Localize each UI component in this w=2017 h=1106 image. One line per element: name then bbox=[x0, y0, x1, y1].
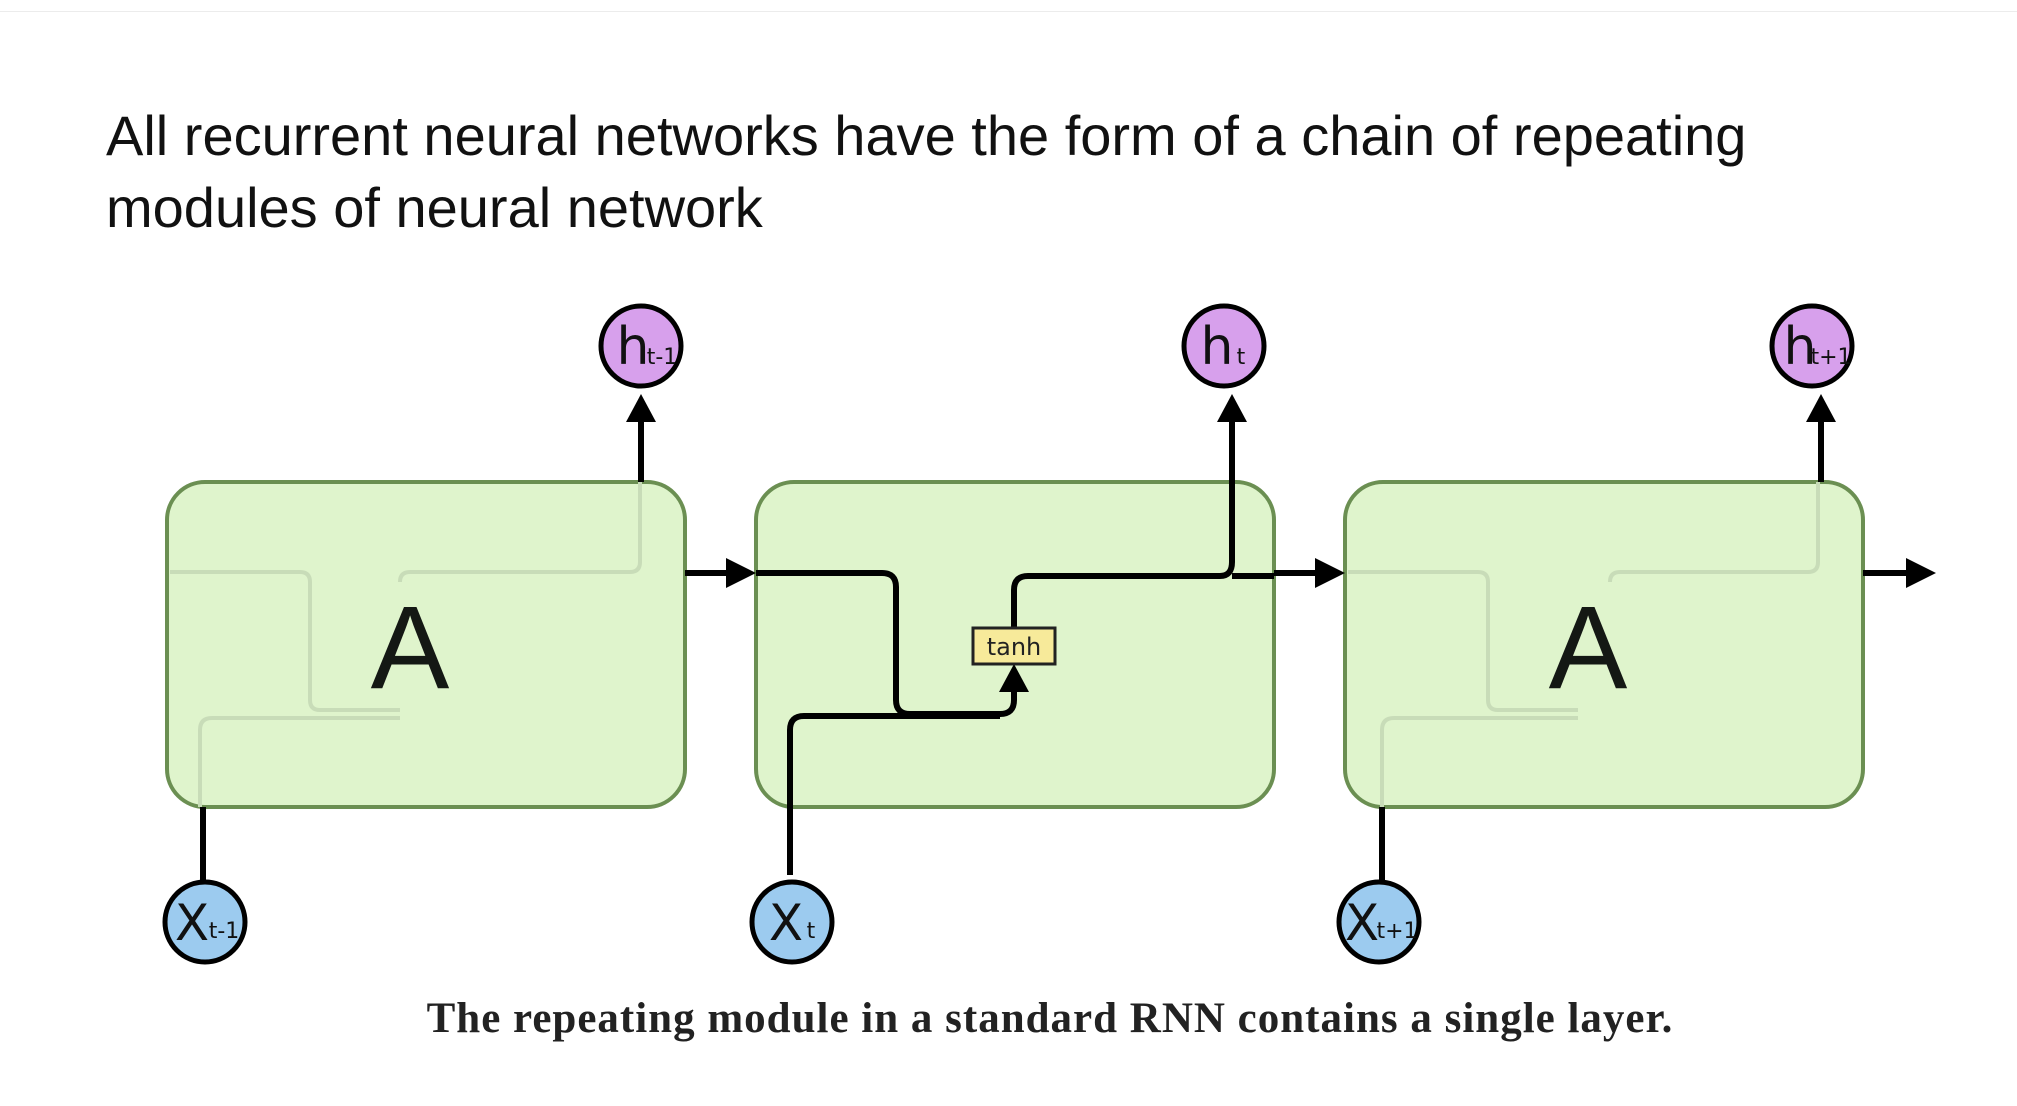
output-node-h-t+1: h t+1 bbox=[1769, 303, 1855, 389]
node-subscript: t+1 bbox=[1810, 345, 1851, 370]
input-node-x-t-1: X t-1 bbox=[162, 879, 248, 965]
input-node bbox=[1336, 879, 1422, 965]
input-node-x-t+1: X t+1 bbox=[1336, 879, 1422, 965]
output-node bbox=[598, 303, 684, 389]
input-path bbox=[787, 713, 1000, 875]
output-node-h-t: h t bbox=[1181, 303, 1267, 389]
node-base: h bbox=[1784, 317, 1817, 377]
module-label: A bbox=[371, 582, 450, 714]
node-subscript: t-1 bbox=[647, 345, 678, 370]
node-subscript: t+1 bbox=[1376, 919, 1417, 944]
node-subscript: t-1 bbox=[209, 919, 240, 944]
node-base: X bbox=[1345, 894, 1379, 952]
arrow-head bbox=[999, 664, 1029, 692]
input-lines bbox=[200, 807, 1385, 880]
node-base: h bbox=[617, 317, 650, 377]
output-node bbox=[1181, 303, 1267, 389]
faded-path bbox=[1348, 570, 1578, 712]
input-node bbox=[749, 879, 835, 965]
middle-internal-paths: tanh bbox=[756, 420, 1274, 875]
faded-path bbox=[1608, 482, 1820, 583]
tanh-layer bbox=[971, 626, 1057, 666]
arrow-head bbox=[1315, 558, 1345, 588]
faded-path bbox=[398, 482, 642, 583]
module-box bbox=[165, 480, 687, 809]
input-node-x-t: X t bbox=[749, 879, 835, 965]
output-path bbox=[1011, 420, 1235, 628]
module-left: A bbox=[165, 480, 687, 809]
faded-path bbox=[170, 570, 400, 712]
output-arrows bbox=[626, 394, 1836, 482]
faded-path bbox=[198, 716, 400, 807]
hidden-state-path bbox=[756, 570, 1017, 717]
arrow-head bbox=[1906, 558, 1936, 588]
diagram-caption: The repeating module in a standard RNN c… bbox=[426, 995, 1674, 1042]
node-subscript: t bbox=[807, 919, 816, 944]
node-base: X bbox=[175, 894, 209, 952]
node-base: X bbox=[769, 894, 803, 952]
output-node bbox=[1769, 303, 1855, 389]
node-subscript: t bbox=[1237, 345, 1246, 370]
top-divider bbox=[0, 11, 2017, 12]
tanh-label: tanh bbox=[987, 633, 1042, 661]
slide-title: All recurrent neural networks have the f… bbox=[106, 104, 1747, 239]
arrow-head bbox=[726, 558, 756, 588]
faded-path bbox=[1380, 716, 1578, 807]
output-node-h-t-1: h t-1 bbox=[598, 303, 684, 389]
module-box bbox=[1343, 480, 1865, 809]
node-base: h bbox=[1201, 317, 1234, 377]
recurrent-connections bbox=[685, 558, 1936, 588]
input-node bbox=[162, 879, 248, 965]
module-label: A bbox=[1549, 582, 1628, 714]
arrow-head bbox=[1217, 394, 1247, 422]
arrow-head bbox=[626, 394, 656, 422]
module-right: A bbox=[1343, 480, 1865, 809]
arrow-head bbox=[1806, 394, 1836, 422]
